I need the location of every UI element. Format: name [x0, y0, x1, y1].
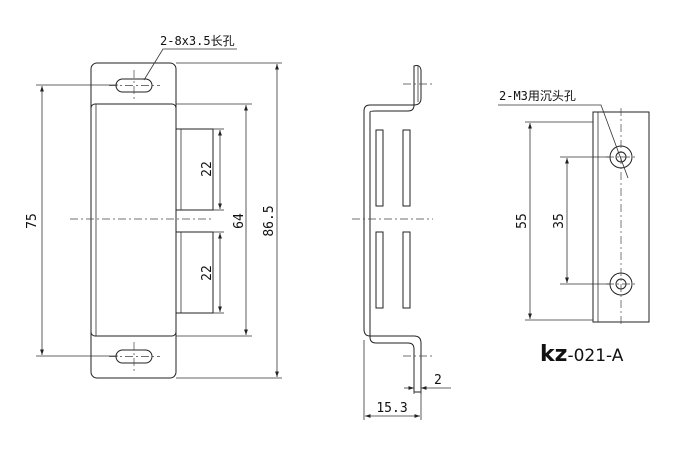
front-magnet-lower [175, 231, 214, 314]
dim-22-upper: 22 [200, 161, 215, 177]
dim-35: 35 [552, 213, 567, 229]
front-mount-plate [90, 62, 177, 379]
side-slot-4 [402, 231, 411, 309]
side-slot-2 [402, 129, 411, 207]
mount-view: 2-M3用沉头孔 55 35 [498, 89, 650, 326]
front-slot-note: 2-8x3.5长孔 [160, 34, 235, 48]
mount-hole-note: 2-M3用沉头孔 [499, 89, 576, 103]
model-number: kz-021-A [540, 342, 624, 367]
dim-64: 64 [232, 213, 247, 229]
dim-86-5: 86.5 [262, 205, 277, 236]
front-view: 2-8x3.5长孔 75 22 22 64 86.5 [25, 34, 282, 379]
front-slot-leader [143, 48, 237, 81]
model-prefix: kz [540, 342, 567, 367]
dim-75: 75 [25, 213, 40, 229]
front-magnet-upper [175, 128, 214, 211]
side-body-outline [363, 65, 422, 393]
dim-55: 55 [515, 213, 530, 229]
model-suffix: -021-A [567, 346, 623, 366]
side-view: 2 15.3 [352, 65, 451, 420]
dim-15-3: 15.3 [376, 401, 407, 416]
front-housing-body [90, 103, 177, 337]
mount-hole-leader [498, 104, 629, 179]
side-slot-3 [375, 231, 384, 309]
side-slot-1 [375, 129, 384, 207]
dim-22-lower: 22 [200, 265, 215, 281]
dim-2: 2 [434, 373, 442, 388]
